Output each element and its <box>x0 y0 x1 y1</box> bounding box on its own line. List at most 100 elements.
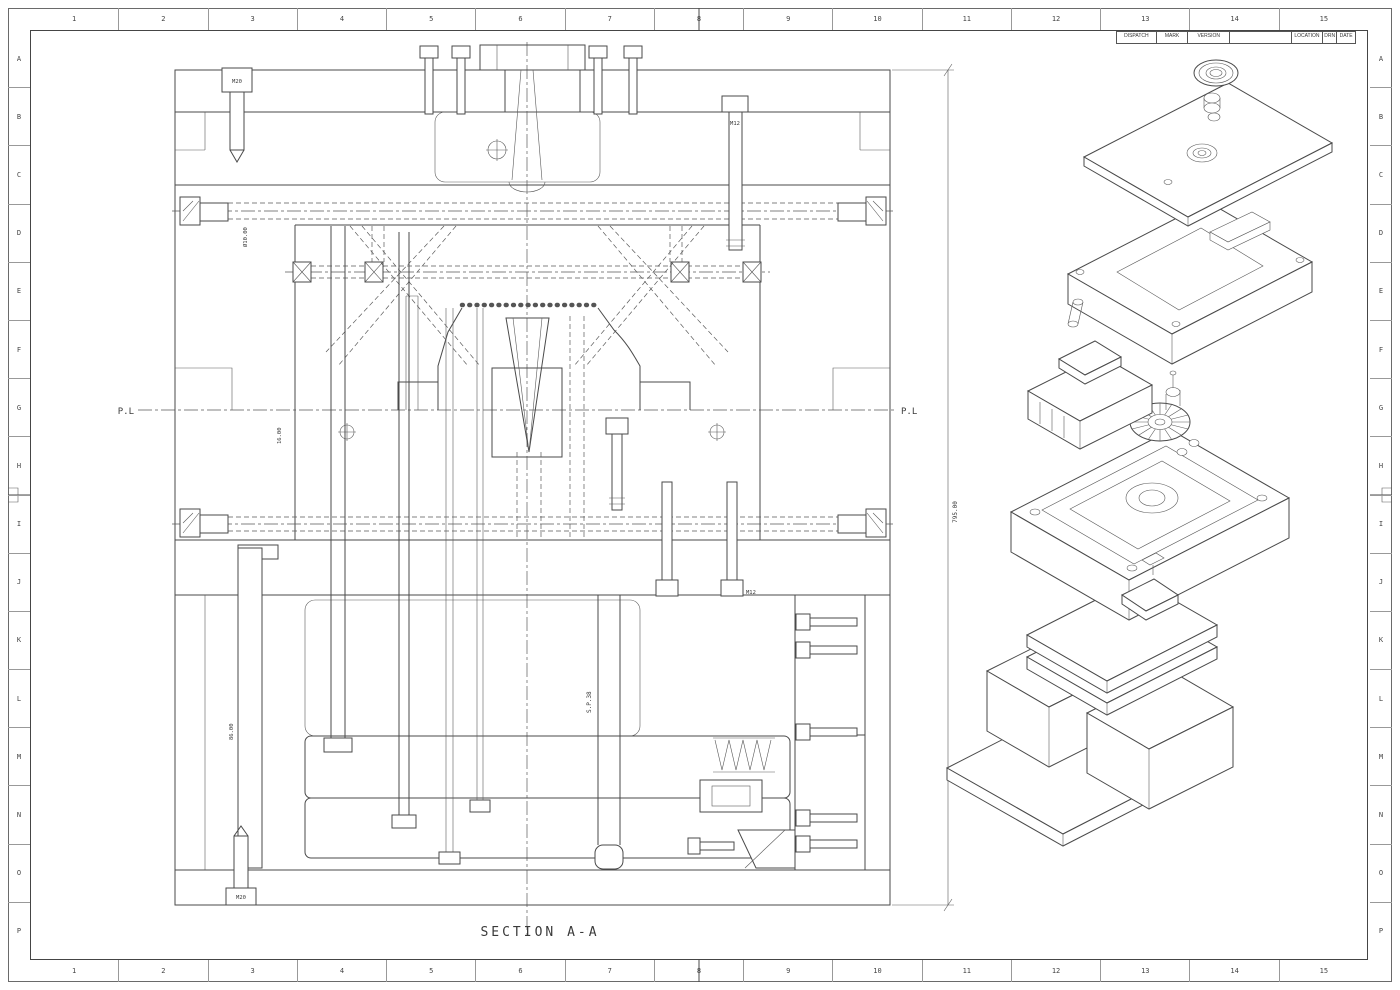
fasteners <box>221 45 858 906</box>
exploded-locating-ring <box>1193 59 1239 114</box>
grid-row-label: A <box>8 30 30 89</box>
exploded-connector-block <box>1121 552 1179 621</box>
grid-col-label: 1 <box>30 960 120 982</box>
bolt-label-m12-top: M12 <box>730 121 740 127</box>
grid-col-label: 8 <box>655 8 745 30</box>
grid-col-label: 9 <box>744 8 834 30</box>
grid-row-label: A <box>1370 30 1392 89</box>
bolt-label-m20-bottom: M20 <box>236 895 246 901</box>
grid-col-label: 7 <box>566 8 655 30</box>
grid-strip-top: 1 2 3 4 5 6 7 8 9 10 11 12 13 14 15 <box>30 8 1368 30</box>
grid-row-label: C <box>1370 146 1392 205</box>
grid-col-label: 5 <box>387 8 477 30</box>
title-block-cell-location: LOCATION <box>1292 32 1324 43</box>
grid-row-label: D <box>8 205 30 263</box>
grid-row-label: B <box>1370 88 1392 147</box>
title-block-cell-mark: MARK <box>1157 32 1189 43</box>
exploded-cavity-plate <box>1066 201 1314 365</box>
centerlines <box>138 42 897 935</box>
grid-row-label: K <box>1370 612 1392 671</box>
sprue-assembly <box>434 44 601 193</box>
guide-pin-bands <box>172 196 893 538</box>
exploded-rail-right <box>1085 670 1235 810</box>
title-block: DISPATCH MARK VERSION LOCATION DRN DATE <box>1116 31 1356 44</box>
title-block-cell-date: DATE <box>1339 33 1353 39</box>
grid-row-label: B <box>8 88 30 147</box>
springs-and-stops <box>699 737 796 869</box>
grid-col-label: 11 <box>923 960 1012 982</box>
grid-row-label: G <box>1370 379 1392 438</box>
grid-col-label: 14 <box>1190 8 1280 30</box>
ejector-pins <box>323 226 624 870</box>
grid-row-label: E <box>1370 263 1392 321</box>
dim-guide-dia: Ø10.00 <box>242 227 249 247</box>
dimension-lines <box>892 63 954 912</box>
mold-outline <box>174 69 891 906</box>
grid-row-label: P <box>1378 927 1384 936</box>
grid-col-label: 10 <box>833 960 923 982</box>
grid-row-label: F <box>8 321 30 380</box>
support-rails <box>237 544 866 871</box>
exploded-latch-unit <box>1026 340 1154 450</box>
grid-row-label: L <box>1370 670 1392 729</box>
grid-col-label: 6 <box>476 8 566 30</box>
dim-offset: 16.00 <box>277 427 283 444</box>
parting-line-label-left: P.L <box>118 407 134 417</box>
grid-col-label: 4 <box>298 8 388 30</box>
title-block-cell-drn: DRN <box>1323 32 1338 43</box>
grid-col-label: 10 <box>833 8 923 30</box>
grid-row-label: E <box>8 263 30 321</box>
grid-strip-left: A B C D E F G H I J K L M N O P <box>8 30 30 960</box>
grid-col-label: 3 <box>209 960 298 982</box>
grid-col-label: 12 <box>1012 8 1102 30</box>
grid-row-label: L <box>8 670 30 729</box>
grid-row-label: O <box>1370 845 1392 903</box>
grid-row-label: N <box>8 786 30 845</box>
grid-row-label: P <box>16 927 22 936</box>
dim-rail-width: 86.00 <box>229 723 235 740</box>
grid-col-label: 9 <box>744 960 834 982</box>
grid-row-label: J <box>1370 554 1392 612</box>
grid-col-label: 2 <box>119 8 209 30</box>
grid-col-label: 13 <box>1101 960 1191 982</box>
grid-row-label: N <box>1370 786 1392 845</box>
grid-row-label: K <box>8 612 30 671</box>
dim-overall-height: 795.00 <box>952 501 959 523</box>
grid-col-label: 7 <box>566 960 655 982</box>
grid-row-label: I <box>1370 496 1392 554</box>
grid-strip-bottom: 1 2 3 4 5 6 7 8 9 10 11 12 13 14 15 <box>30 960 1368 982</box>
grid-col-label: 2 <box>119 960 209 982</box>
grid-col-label: 4 <box>298 960 388 982</box>
section-caption: SECTION A-A <box>480 925 599 940</box>
grid-col-label: 11 <box>923 8 1012 30</box>
bolt-label-m12-mid: M12 <box>746 590 756 596</box>
grid-col-label: 6 <box>476 960 566 982</box>
title-block-cell-blank <box>1230 32 1292 43</box>
grid-row-label: M <box>1370 728 1392 787</box>
grid-row-label: D <box>1370 205 1392 263</box>
exploded-top-plate <box>1082 82 1334 227</box>
bolt-label-m20-top: M20 <box>232 79 242 85</box>
section-view: SECTION A-A P.L P.L M20 M12 M12 M20 S.P.… <box>118 42 959 940</box>
grid-col-label: 15 <box>1319 15 1329 23</box>
exploded-view <box>945 59 1334 847</box>
exploded-core-plate <box>1009 429 1291 621</box>
cooling-channels <box>338 423 726 441</box>
grid-row-label: F <box>1370 321 1392 380</box>
grid-col-label: 1 <box>30 8 120 30</box>
title-block-cell-version: VERSION <box>1188 32 1231 43</box>
grid-col-label: 3 <box>209 8 298 30</box>
grid-strip-right: A B C D E F G H I J K L M N O P <box>1370 30 1392 960</box>
title-block-cell-dispatch: DISPATCH <box>1117 32 1157 43</box>
parting-line-label-right: P.L <box>901 407 917 417</box>
grid-row-label: C <box>8 146 30 205</box>
grid-row-label: J <box>8 554 30 612</box>
grid-col-label: 5 <box>387 960 477 982</box>
grid-col-label: 13 <box>1101 8 1191 30</box>
grid-col-label: 12 <box>1012 960 1102 982</box>
grid-row-label: I <box>8 496 30 554</box>
grid-row-label: H <box>8 437 30 496</box>
ejector-plates <box>304 599 791 859</box>
